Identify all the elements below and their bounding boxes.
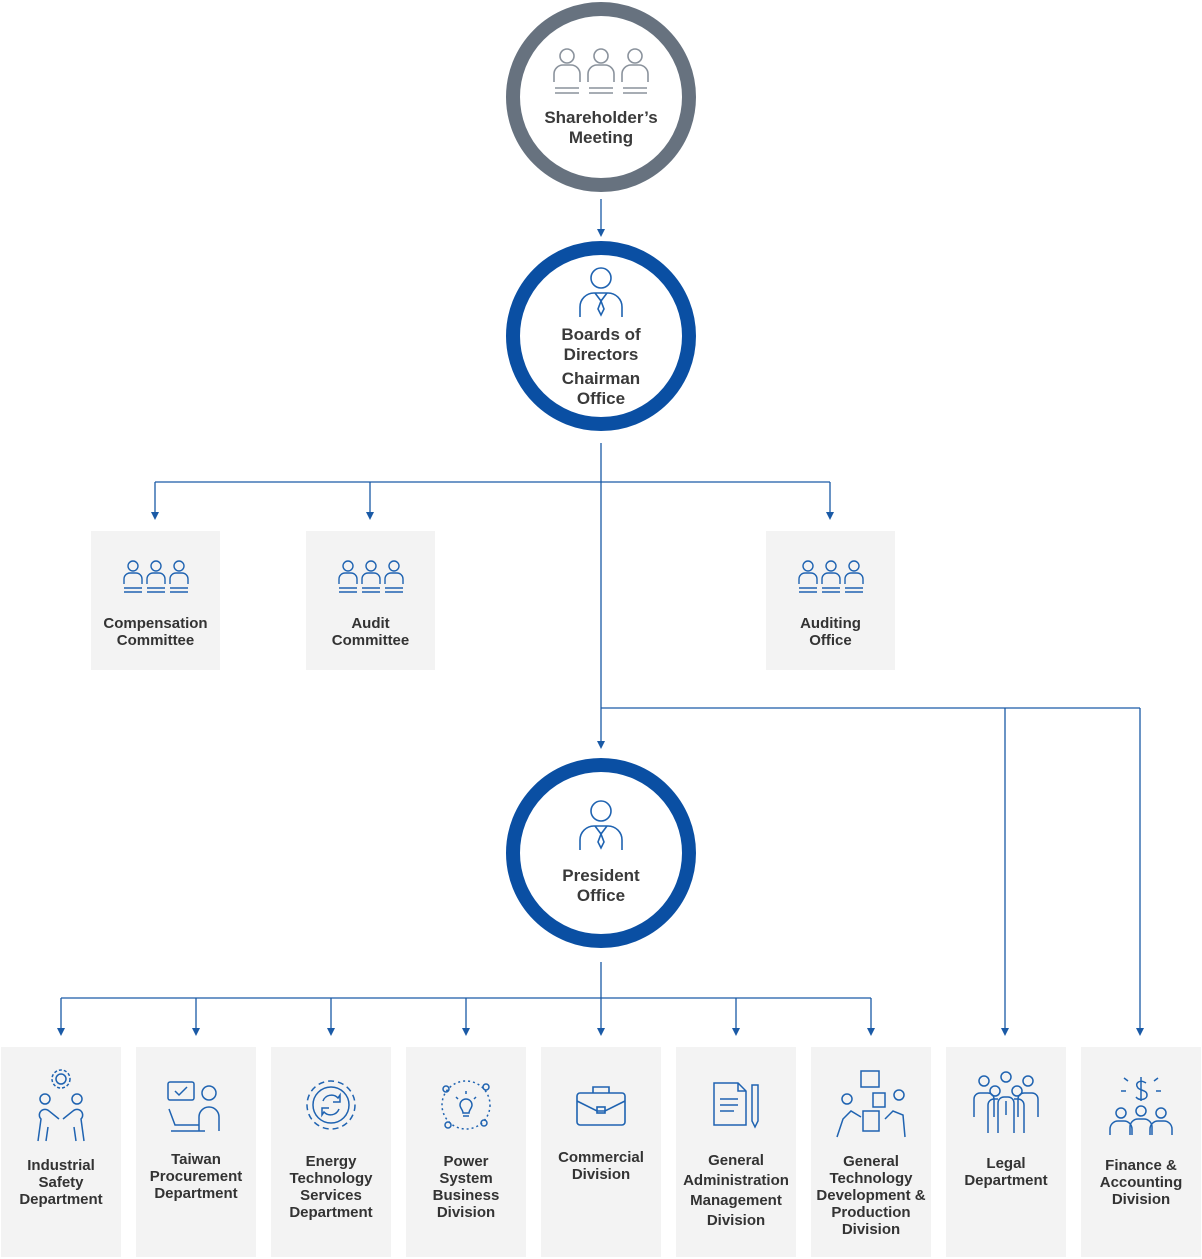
briefcase-icon	[576, 1086, 626, 1126]
department-label: Taiwan Procurement Department	[149, 1151, 243, 1202]
committee-box-auditing-office: Auditing Office	[766, 531, 895, 670]
people-boxes-icon	[836, 1070, 906, 1138]
president-label: President Office	[562, 866, 640, 905]
department-label: Industrial Safety Department	[19, 1157, 103, 1208]
team-dollar-icon	[1109, 1077, 1173, 1135]
shareholders-label: Shareholder’s Meeting	[544, 108, 658, 147]
department-label: Power System Business Division	[432, 1153, 500, 1221]
node-president-office: President Office	[506, 758, 696, 948]
group-people-icon	[337, 560, 404, 593]
dept-box-industrial-safety: Industrial Safety Department	[1, 1047, 121, 1257]
department-label: Commercial Division	[558, 1149, 644, 1183]
committee-box-audit: Audit Committee	[306, 531, 435, 670]
executive-person-icon	[579, 800, 623, 850]
gear-cycle-icon	[306, 1080, 356, 1130]
chairman-office-label: Chairman Office	[561, 369, 641, 408]
group-people-icon	[122, 560, 189, 593]
people-gear-icon	[37, 1069, 85, 1142]
document-pen-icon	[713, 1082, 759, 1129]
dept-box-taiwan-procurement: Taiwan Procurement Department	[136, 1047, 256, 1257]
dept-box-general-technology: General Technology Development & Product…	[811, 1047, 931, 1257]
board-label: Boards of Directors	[561, 325, 641, 364]
dept-box-power-system: Power System Business Division	[406, 1047, 526, 1257]
person-desk-check-icon	[167, 1081, 220, 1132]
dept-box-general-administration: General Administration Management Divisi…	[676, 1047, 796, 1257]
committee-label: Audit Committee	[331, 615, 410, 649]
executive-person-icon	[579, 267, 623, 317]
node-board-of-directors: Boards of Directors Chairman Office	[506, 241, 696, 431]
department-label: Legal Department	[964, 1155, 1048, 1189]
dept-box-commercial: Commercial Division	[541, 1047, 661, 1257]
dept-box-legal: Legal Department	[946, 1047, 1066, 1257]
group-people-icon	[797, 560, 864, 593]
committee-label: Auditing Office	[800, 615, 861, 649]
committee-box-compensation: Compensation Committee	[91, 531, 220, 670]
department-label: Finance & Accounting Division	[1099, 1157, 1183, 1208]
group-people-icon	[553, 48, 649, 94]
department-label: General Administration Management Divisi…	[683, 1152, 789, 1229]
committee-label: Compensation Committee	[103, 615, 208, 649]
department-label: Energy Technology Services Department	[289, 1153, 373, 1221]
node-shareholders: Shareholder’s Meeting	[506, 2, 696, 192]
department-label: General Technology Development & Product…	[816, 1153, 926, 1238]
dept-box-finance-accounting: Finance & Accounting Division	[1081, 1047, 1201, 1257]
lightbulb-orbit-icon	[441, 1080, 491, 1130]
dept-box-energy-technology: Energy Technology Services Department	[271, 1047, 391, 1257]
business-team-icon	[973, 1071, 1039, 1133]
